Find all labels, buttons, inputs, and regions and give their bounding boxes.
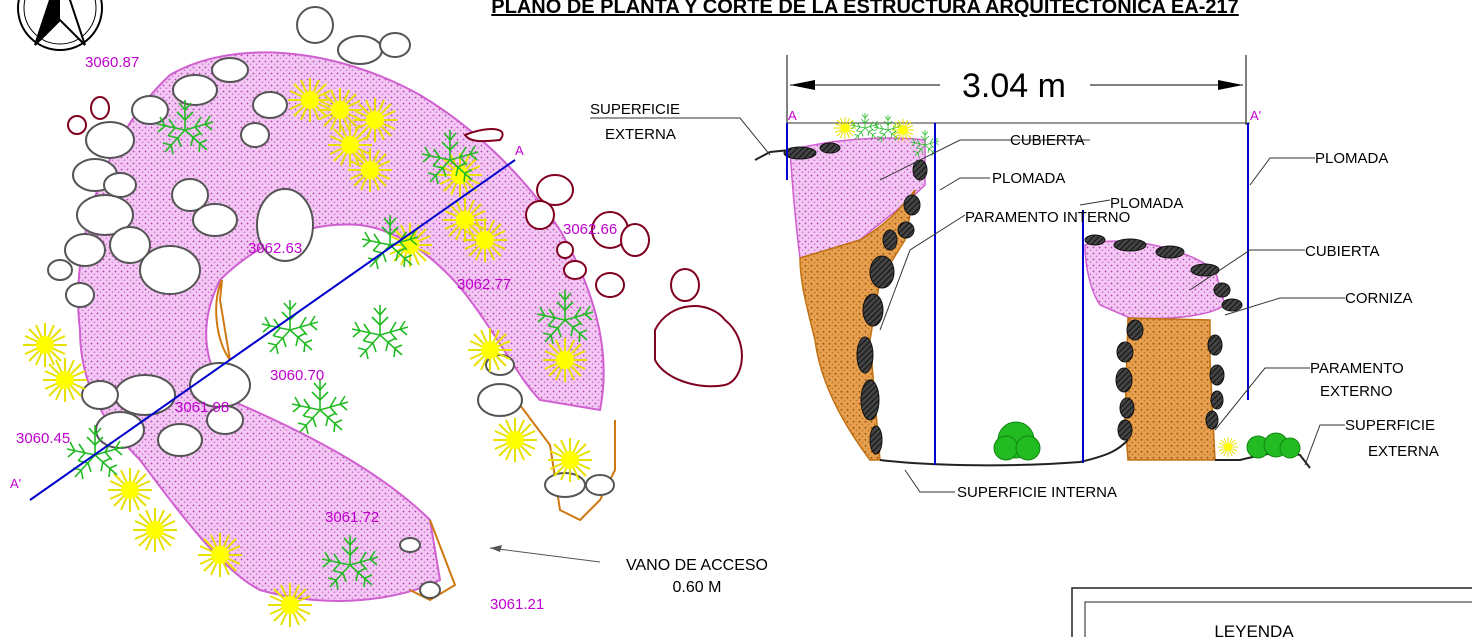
access-label: VANO DE ACCESO xyxy=(626,557,768,574)
dimension-label: 3.04 m xyxy=(962,67,1066,105)
section-marker-a-prime: A' xyxy=(1250,108,1261,123)
label-paramento-externo: EXTERNO xyxy=(1320,383,1393,400)
label-cubierta: CUBIERTA xyxy=(1010,132,1084,149)
elevation-label: 3060.87 xyxy=(85,54,139,71)
label-plomada: PLOMADA xyxy=(992,170,1065,187)
access-width: 0.60 M xyxy=(673,579,722,596)
elevation-label: 3062.66 xyxy=(563,221,617,238)
legend-title: LEYENDA xyxy=(1214,622,1294,637)
label-superficie-interna: SUPERFICIE INTERNA xyxy=(957,484,1117,501)
label-plomada: PLOMADA xyxy=(1110,195,1183,212)
drawing-title: PLANO DE PLANTA Y CORTE DE LA ESTRUCTURA… xyxy=(491,0,1238,18)
elevation-label: 3061.98 xyxy=(175,399,229,416)
elevation-label: 3060.45 xyxy=(16,430,70,447)
elevation-label: 3060.70 xyxy=(270,367,324,384)
access-outline xyxy=(409,519,457,602)
plan-view: A A' 3060.87 3062.63 3062.66 3062.77 306… xyxy=(10,6,768,628)
elevation-label: 3062.77 xyxy=(457,276,511,293)
label-corniza: CORNIZA xyxy=(1345,290,1413,307)
label-superficie-externa-left: SUPERFICIE xyxy=(590,101,680,118)
section-label-a: A xyxy=(515,143,524,158)
section-marker-a: A xyxy=(788,108,797,123)
legend-box: LEYENDA xyxy=(1071,587,1472,637)
elevation-label: 3061.72 xyxy=(325,509,379,526)
inner-edge xyxy=(215,279,231,361)
label-plomada: PLOMADA xyxy=(1315,150,1388,167)
access-outline-2 xyxy=(519,404,616,522)
north-arrow-icon xyxy=(17,0,103,51)
label-superficie-externa-right: SUPERFICIE xyxy=(1345,417,1435,434)
label-superficie-externa-right: EXTERNA xyxy=(1368,443,1439,460)
elevation-label: 3062.63 xyxy=(248,240,302,257)
section-view: 3.04 m A A' xyxy=(590,55,1439,501)
label-superficie-externa-left: EXTERNA xyxy=(605,126,676,143)
label-paramento-interno: PARAMENTO INTERNO xyxy=(965,209,1130,226)
label-cubierta: CUBIERTA xyxy=(1305,243,1379,260)
access-leader xyxy=(489,547,601,563)
section-label-a-prime: A' xyxy=(10,476,21,491)
label-paramento-externo: PARAMENTO xyxy=(1310,360,1404,377)
section-line-a xyxy=(29,159,516,501)
elevation-label: 3061.21 xyxy=(490,596,544,613)
